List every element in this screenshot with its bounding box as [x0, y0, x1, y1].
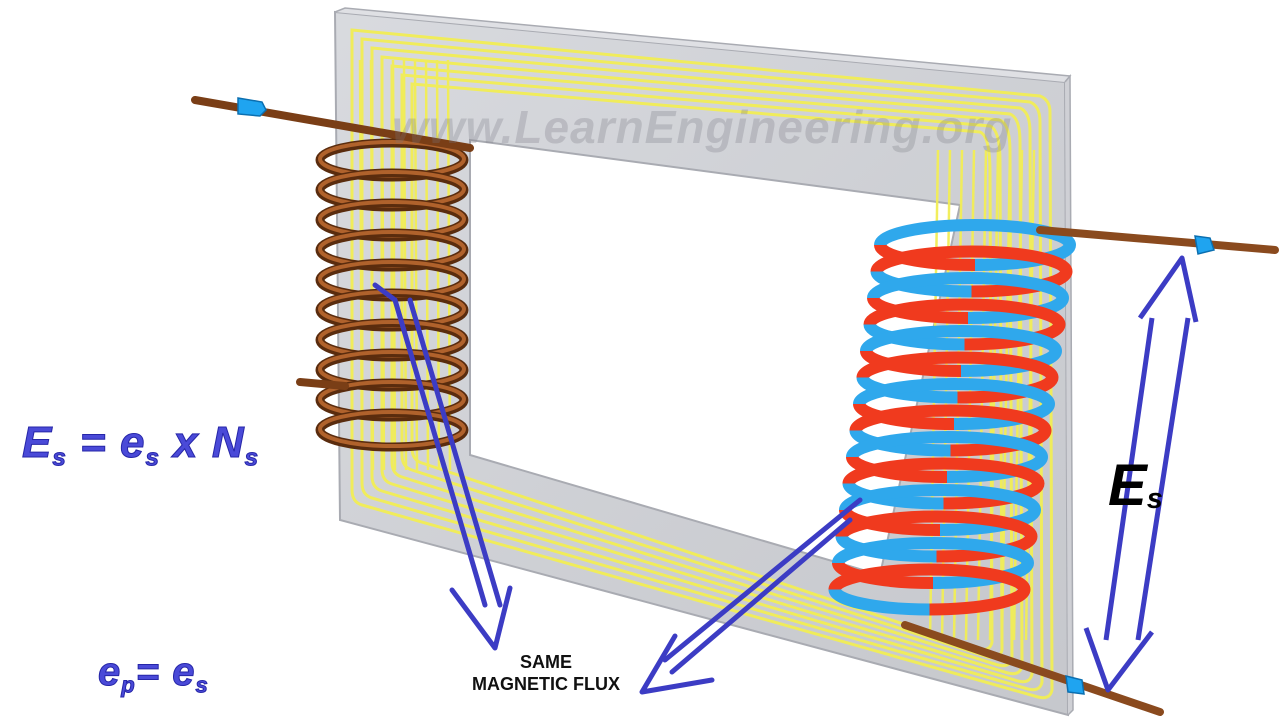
flux-line — [410, 82, 994, 652]
secondary-turn-back — [870, 245, 1073, 273]
secondary-turn-back — [842, 457, 1045, 485]
secondary-turn-back — [853, 378, 1055, 406]
secondary-turn-back — [856, 351, 1059, 379]
secondary-turn-back — [863, 298, 1066, 326]
flux-line — [380, 55, 1024, 676]
secondary-voltage-label: Es — [1108, 453, 1163, 518]
primary-turn-highlight — [318, 410, 466, 448]
flux-label-line1: SAME — [519, 652, 572, 672]
terminal-marker-icon — [1194, 235, 1215, 255]
secondary-turn-back — [867, 272, 1069, 300]
secondary-lead-wires — [901, 226, 1279, 716]
flux-pointer-arrows — [372, 282, 863, 695]
terminal-marker-icon — [1065, 675, 1085, 695]
secondary-turn-back — [846, 431, 1048, 459]
equal-emf-equation: ep= es — [97, 650, 209, 699]
secondary-voltage-arrow — [1083, 255, 1199, 693]
flux-label-line2: MAGNETIC FLUX — [472, 674, 620, 694]
flux-line — [360, 37, 1044, 692]
flux-line — [390, 64, 1014, 668]
watermark: www.LearnEngineering.org — [392, 101, 1013, 153]
flux-line — [350, 28, 1054, 700]
secondary-turn-front-left — [828, 588, 930, 616]
secondary-turn-back — [860, 325, 1062, 353]
secondary-turn-back — [835, 510, 1038, 538]
secondary-turn-back — [828, 563, 1031, 591]
secondary-emf-equation: Es = es x Ns — [21, 418, 260, 472]
secondary-winding — [828, 219, 1076, 616]
same-magnetic-flux-label: SAME MAGNETIC FLUX — [436, 651, 656, 695]
flux-line — [370, 46, 1034, 684]
secondary-turn-back — [874, 219, 1076, 247]
secondary-turn-back — [832, 537, 1034, 565]
secondary-turn-front-right — [929, 588, 1031, 616]
secondary-turn-back — [849, 404, 1052, 432]
current-direction-arrow-icon — [237, 97, 267, 117]
